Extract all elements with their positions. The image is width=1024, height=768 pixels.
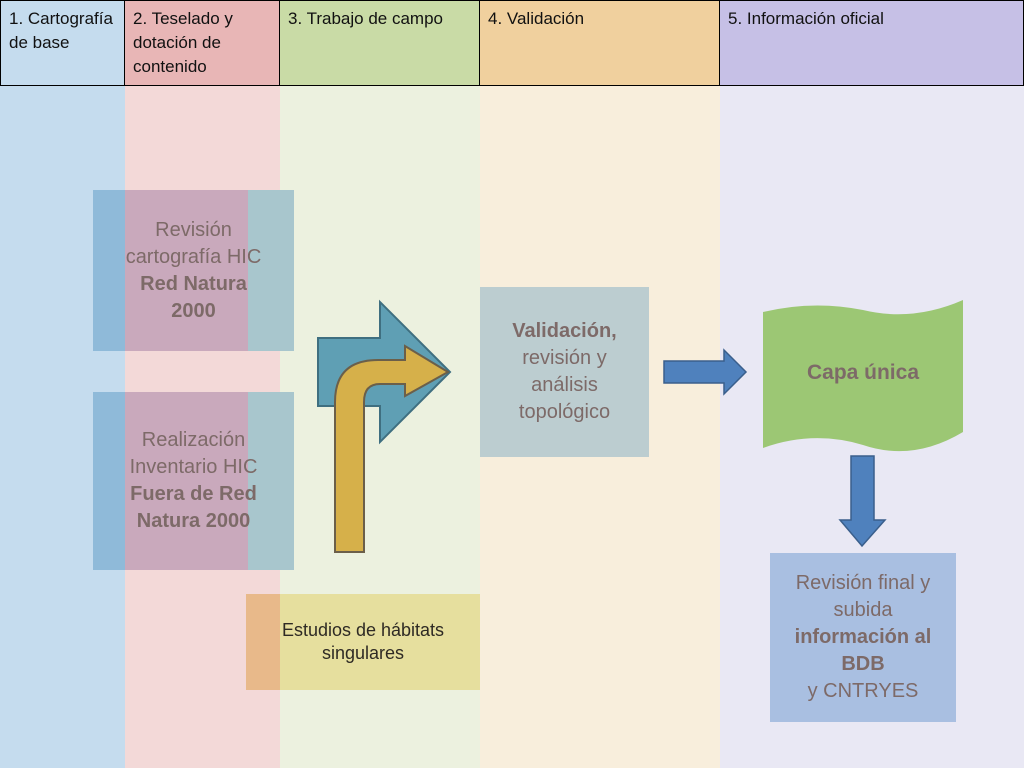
header-teselado: 2. Teselado y dotación de contenido <box>125 0 280 86</box>
capa-unica-label: Capa única <box>763 345 963 401</box>
inventario-hic-line1: Realización Inventario HIC <box>129 429 258 478</box>
lane-cartografia <box>0 0 125 768</box>
revision-hic-line1: Revisión cartografía HIC <box>125 218 262 268</box>
validacion-line1: Validación, <box>512 320 617 342</box>
revision-final-line1: Revisión final y subida <box>795 572 931 621</box>
revision-final-line3: y CNTRYES <box>807 680 919 702</box>
blue-down-arrow <box>838 455 887 548</box>
estudios-habitats-text: Estudios de hábitats singulares <box>281 620 445 663</box>
validacion-box: Validación, revisión y análisis topológi… <box>480 287 649 457</box>
revision-final-box: Revisión final y subida información al B… <box>770 553 956 722</box>
capa-unica-text: Capa única <box>806 361 920 384</box>
inventario-hic-box: Realización Inventario HIC Fuera de Red … <box>93 392 294 570</box>
revision-hic-box: Revisión cartografía HIC Red Natura 2000 <box>93 190 294 351</box>
blue-right-arrow <box>663 348 748 396</box>
header-cartografia: 1. Cartografía de base <box>0 0 125 86</box>
header-trabajo-campo: 3. Trabajo de campo <box>280 0 480 86</box>
capa-unica-shape <box>763 300 963 452</box>
estudios-habitats-box: Estudios de hábitats singulares <box>246 594 480 690</box>
inventario-hic-line2: Fuera de Red Natura 2000 <box>130 483 257 532</box>
revision-final-line2: información al BDB <box>794 626 932 675</box>
gold-bent-arrow <box>334 344 450 553</box>
header-validacion: 4. Validación <box>480 0 720 86</box>
validacion-line2: revisión y análisis topológico <box>518 347 611 423</box>
revision-hic-line2: Red Natura 2000 <box>140 272 247 322</box>
header-informacion-oficial: 5. Información oficial <box>720 0 1024 86</box>
